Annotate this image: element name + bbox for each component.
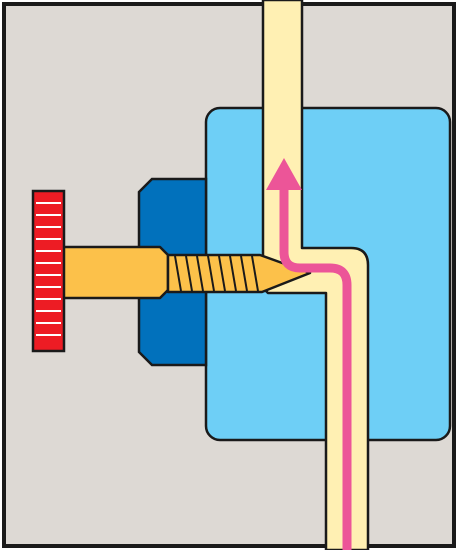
needle-threads	[174, 255, 259, 292]
needle-tip	[166, 253, 312, 294]
handwheel	[31, 189, 66, 353]
flow-arrow	[266, 158, 352, 550]
flow-channel	[261, 0, 370, 550]
handwheel-grip-lines	[36, 202, 61, 336]
needle-stem	[58, 245, 170, 300]
